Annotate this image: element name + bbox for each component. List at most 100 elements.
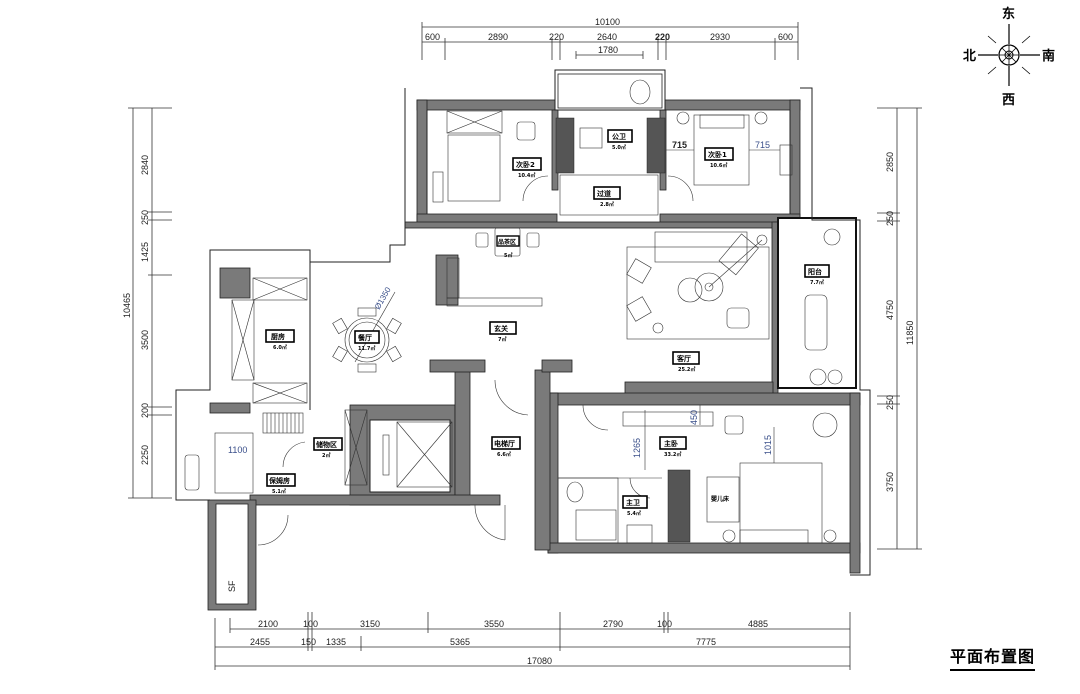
- dim-left-seg: 1425: [140, 242, 150, 262]
- svg-text:保姆房: 保姆房: [268, 476, 290, 485]
- dim-bottom-r1: 3550: [484, 619, 504, 629]
- dim-bottom-r2: 150: [301, 637, 316, 647]
- walls: [207, 69, 861, 611]
- crib-label: 婴儿床: [711, 495, 730, 503]
- dim-bedroom1-left: 715: [672, 140, 687, 150]
- dim-top-seg: 600: [778, 32, 793, 42]
- room-nanny: 保姆房 5.1㎡: [266, 473, 296, 495]
- dim-left-seg: 3500: [140, 330, 150, 350]
- svg-text:10.6㎡: 10.6㎡: [710, 162, 727, 169]
- svg-text:公卫: 公卫: [612, 133, 626, 141]
- svg-text:过道: 过道: [597, 189, 611, 198]
- dim-right-seg: 4750: [885, 300, 895, 320]
- room-bedroom2: 次卧2 10.4㎡: [512, 157, 542, 179]
- compass-north: 北: [963, 49, 976, 64]
- svg-text:餐厅: 餐厅: [357, 333, 372, 342]
- room-master: 主卧 33.2㎡: [659, 436, 687, 458]
- dim-bottom-r1: 100: [303, 619, 318, 629]
- dim-top-inner: 1780: [598, 45, 618, 55]
- dim-master-1015: 1015: [763, 435, 773, 455]
- svg-text:主卫: 主卫: [626, 498, 640, 507]
- room-corridor: 过道 2.8㎡: [593, 186, 621, 208]
- dim-top-seg: 220: [655, 32, 670, 42]
- dim-top-seg: 220: [549, 32, 564, 42]
- dim-right-seg: 2850: [885, 152, 895, 172]
- dim-master-450: 450: [689, 410, 699, 425]
- dim-bottom-r2: 5365: [450, 637, 470, 647]
- svg-text:25.2㎡: 25.2㎡: [678, 366, 695, 373]
- compass-south: 南: [1042, 48, 1055, 64]
- dim-bottom-r2: 7775: [696, 637, 716, 647]
- dim-master-1265: 1265: [632, 438, 642, 458]
- svg-text:厨房: 厨房: [271, 332, 285, 341]
- svg-text:储物区: 储物区: [315, 440, 337, 449]
- dim-top-seg: 600: [425, 32, 440, 42]
- compass-east: 东: [1002, 6, 1015, 22]
- dim-left-seg: 200: [140, 403, 150, 418]
- svg-text:客厅: 客厅: [676, 354, 691, 363]
- svg-text:品茶区: 品茶区: [498, 238, 516, 246]
- svg-text:次卧1: 次卧1: [708, 150, 727, 159]
- sf-label: SF: [227, 580, 237, 592]
- right-dimensions: 2850 250 4750 250 3750 11850: [877, 107, 922, 550]
- dim-left-seg: 250: [140, 210, 150, 225]
- dim-nanny-bed: 1100: [228, 445, 247, 455]
- room-storage: 储物区 2㎡: [313, 437, 343, 459]
- room-foyer: 玄关 7㎡: [489, 321, 517, 343]
- room-bedroom1: 次卧1 10.6㎡: [704, 147, 734, 169]
- dim-bottom-total: 17080: [527, 656, 552, 666]
- top-dimensions: 10100 600 2890 220 2640 220 2930 600 178…: [421, 17, 799, 60]
- svg-text:33.2㎡: 33.2㎡: [664, 451, 681, 458]
- svg-text:阳台: 阳台: [808, 267, 822, 276]
- svg-text:5㎡: 5㎡: [504, 252, 512, 259]
- dim-top-seg: 2890: [488, 32, 508, 42]
- dim-dining-table: Ø1350: [373, 285, 393, 311]
- svg-text:次卧2: 次卧2: [516, 160, 535, 169]
- left-dimensions: 2840 250 1425 3500 200 2250 10465: [122, 107, 172, 499]
- room-living: 客厅 25.2㎡: [672, 351, 700, 373]
- dim-right-seg: 250: [885, 211, 895, 226]
- compass-rose: 东 北 南 西: [963, 6, 1055, 108]
- dim-bottom-r1: 3150: [360, 619, 380, 629]
- dim-top-seg: 2930: [710, 32, 730, 42]
- svg-text:5.1㎡: 5.1㎡: [272, 488, 286, 495]
- drawing-title: 平面布置图: [950, 643, 1036, 671]
- dim-right-total: 11850: [905, 321, 915, 345]
- room-elevator-hall: 电梯厅 6.6㎡: [491, 436, 521, 458]
- svg-text:5.0㎡: 5.0㎡: [612, 144, 626, 151]
- svg-text:婴儿床: 婴儿床: [711, 495, 730, 503]
- dim-right-seg: 250: [885, 395, 895, 410]
- room-kitchen: 厨房 6.0㎡: [265, 329, 295, 351]
- svg-text:2.8㎡: 2.8㎡: [600, 201, 614, 208]
- dim-bottom-r1: 2790: [603, 619, 623, 629]
- dim-bedroom1-right: 715: [755, 140, 770, 150]
- svg-text:2㎡: 2㎡: [322, 452, 330, 459]
- svg-text:7㎡: 7㎡: [498, 336, 506, 343]
- dim-bottom-r1: 2100: [258, 619, 278, 629]
- svg-text:7.7㎡: 7.7㎡: [810, 279, 824, 286]
- room-balcony: 阳台 7.7㎡: [804, 264, 830, 286]
- svg-text:10.4㎡: 10.4㎡: [518, 172, 535, 179]
- room-master-bath: 主卫 5.4㎡: [622, 495, 648, 517]
- dim-right-seg: 3750: [885, 472, 895, 492]
- room-dining: 餐厅 11.7㎡: [354, 330, 380, 352]
- dim-bottom-r2: 1335: [326, 637, 346, 647]
- bottom-dimensions: 2100 100 3150 3550 2790 100 4885 2455 15…: [214, 612, 851, 670]
- compass-west: 西: [1002, 93, 1015, 108]
- svg-text:电梯厅: 电梯厅: [494, 439, 515, 448]
- svg-text:6.6㎡: 6.6㎡: [497, 451, 511, 458]
- svg-text:5.4㎡: 5.4㎡: [627, 510, 641, 517]
- dim-bottom-r1: 4885: [748, 619, 768, 629]
- room-tea-area: 品茶区 5㎡: [496, 235, 520, 259]
- dim-left-seg: 2840: [140, 155, 150, 175]
- room-public-bath: 公卫 5.0㎡: [607, 129, 633, 151]
- dim-top-seg: 2640: [597, 32, 617, 42]
- dim-bottom-r1: 100: [657, 619, 672, 629]
- dim-bottom-r2: 2455: [250, 637, 270, 647]
- svg-text:11.7㎡: 11.7㎡: [358, 345, 375, 352]
- interior-lines: [175, 79, 871, 576]
- dim-left-total: 10465: [122, 293, 132, 318]
- room-labels: 次卧2 10.4㎡ 公卫 5.0㎡ 次卧1 10.6㎡ 过道 2.8㎡ 品茶区 …: [265, 129, 830, 517]
- svg-text:6.0㎡: 6.0㎡: [273, 344, 287, 351]
